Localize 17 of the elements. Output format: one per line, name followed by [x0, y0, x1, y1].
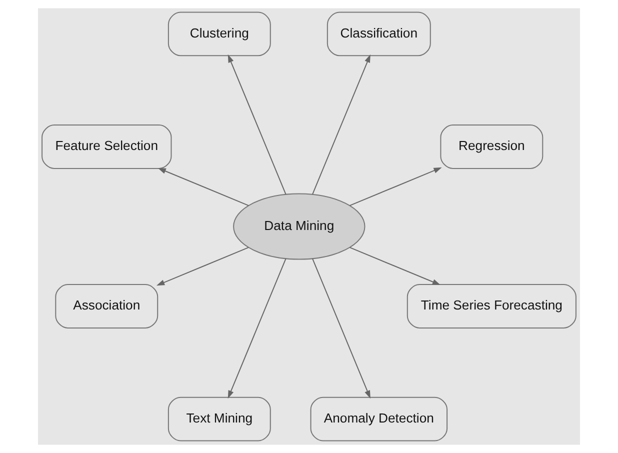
node-box: Association	[55, 284, 158, 328]
arrow	[350, 246, 440, 286]
node-box: Anomaly Detection	[310, 396, 448, 442]
node-box: Time Series Forecasting	[406, 284, 576, 328]
arrow	[158, 168, 249, 206]
arrow	[228, 54, 286, 194]
node-box: Regression	[440, 124, 544, 169]
arrow	[350, 167, 442, 206]
arrow	[156, 246, 249, 286]
node-box: Classification	[326, 12, 431, 56]
node-box: Feature Selection	[42, 124, 172, 169]
node-ellipse: Data Mining	[233, 193, 366, 260]
arrow	[312, 54, 370, 194]
arrow	[228, 258, 286, 399]
node-box: Clustering	[168, 12, 271, 56]
arrow	[312, 258, 370, 399]
node-box: Text Mining	[168, 396, 271, 442]
